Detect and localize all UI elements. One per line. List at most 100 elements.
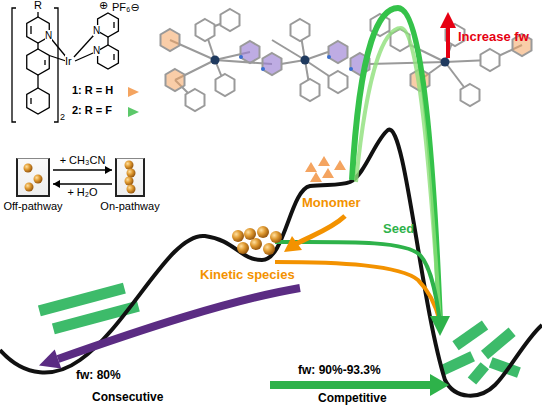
legend-triangles-part [128, 107, 139, 117]
kinetic-species-balls-part [244, 228, 256, 240]
crystal-structure-part [216, 74, 235, 96]
beaker-balls [117, 159, 143, 195]
chemical-structure-part [98, 45, 119, 69]
chemical-structure-part [98, 13, 119, 37]
arrow-line [53, 183, 112, 184]
figure-label: Seed [383, 222, 414, 236]
beaker-balls [18, 159, 48, 195]
figure-label: Competitive [318, 392, 387, 405]
crystal-rods-part [481, 328, 516, 360]
energy-landscape-part [430, 374, 449, 396]
crystal-structure-part [241, 41, 260, 63]
figure-label: fw: 90%-93.3% [298, 364, 381, 377]
atom-label: Ir [65, 55, 72, 67]
crystal-structure-part [327, 55, 331, 59]
energy-landscape-part [58, 288, 300, 359]
crystal-structure-part [329, 71, 348, 93]
kinetic-species-balls [232, 226, 282, 255]
chemical-structure-part [12, 8, 16, 122]
arrow-head [53, 180, 60, 188]
energy-landscape-part [440, 12, 456, 28]
crystal-structure-part [349, 67, 353, 71]
figure-label: 2: R = F [72, 104, 112, 116]
crystal-structure-part [263, 53, 282, 75]
energy-landscape-part [446, 26, 450, 58]
aggregate-ball [125, 161, 134, 170]
atom-label: N [93, 45, 100, 56]
arrow-connector [53, 166, 112, 174]
crystal-structure-part [166, 69, 185, 91]
chemical-structure-part [107, 37, 108, 45]
energy-landscape-part [296, 216, 345, 244]
monomer-triangles-part [318, 156, 330, 166]
arrow-line [53, 169, 112, 170]
kinetic-species-balls-part [270, 231, 282, 243]
energy-landscape [0, 8, 542, 396]
atom-label: R [34, 0, 42, 11]
chemical-structure-part [30, 26, 31, 34]
monomer-triangles [305, 156, 346, 182]
crystal-structure-part [239, 55, 243, 59]
kinetic-species-balls-part [250, 238, 262, 250]
figure-label: Monomer [302, 196, 361, 210]
figure-label: ⊕ [99, 0, 108, 11]
edge-label: + H₂O [67, 186, 97, 198]
crystal-structure-part [261, 67, 265, 71]
crystal-rods-part [52, 301, 140, 334]
crystal-rods-part [439, 351, 474, 375]
energy-landscape-part [356, 28, 440, 322]
chemical-structure-part [113, 22, 114, 28]
figure-label: Consecutive [92, 391, 163, 404]
crystal-structure-part [329, 41, 348, 63]
beaker-node: On-pathway [97, 158, 163, 212]
aggregate-ball [127, 185, 136, 194]
beaker-outline [115, 158, 145, 197]
energy-landscape-part [430, 316, 450, 336]
arrow-head [105, 166, 112, 174]
aggregate-ball [125, 177, 134, 186]
kinetic-species-balls-part [237, 242, 249, 254]
legend-triangles-part [128, 87, 139, 97]
figure-label: 2 [60, 113, 65, 123]
aggregate-ball [34, 175, 43, 184]
crystal-structure-part [221, 9, 240, 31]
energy-landscape-part [39, 350, 61, 369]
aggregate-ball [25, 183, 34, 192]
node-caption: Off-pathway [0, 200, 66, 212]
chemical-structure-part [54, 8, 58, 122]
monomer-triangles-part [334, 160, 346, 170]
legend-triangles [128, 87, 139, 117]
crystal-structure-part [186, 89, 205, 111]
kinetic-species-balls-part [232, 230, 244, 242]
chemical-structure-part [27, 88, 50, 114]
monomer-triangles-part [322, 168, 334, 178]
crystal-structure-part [369, 62, 445, 64]
crystal-structure-part [481, 49, 500, 71]
crystal-structure-part [301, 79, 320, 101]
aggregate-ball [127, 169, 136, 178]
chemical-structure-part [30, 98, 31, 104]
chemical-structure-part [44, 60, 45, 65]
figure-label: PF₆⊖ [112, 1, 140, 13]
energy-landscape-part [352, 8, 440, 322]
crystal-structure-part [441, 58, 450, 67]
monomer-triangles-part [305, 162, 317, 172]
crystal-structure-part [196, 19, 215, 41]
energy-landscape-part [270, 381, 432, 389]
chemical-structure-part [113, 54, 114, 60]
crystal-structure-part [301, 56, 310, 65]
crystal-structure [161, 9, 532, 111]
chemical-structure-part [37, 43, 38, 49]
atom-label: N [45, 30, 52, 41]
figure-label: Increase fw [458, 30, 529, 44]
figure-label: fw: 80% [76, 369, 121, 382]
kinetic-species-balls-part [257, 226, 269, 238]
crystal-structure-part [461, 84, 480, 106]
aggregate-ball [24, 164, 33, 173]
beaker-node: Off-pathway [0, 158, 66, 212]
beaker-outline [16, 158, 50, 197]
edge-label: + CH₃CN [60, 154, 106, 166]
